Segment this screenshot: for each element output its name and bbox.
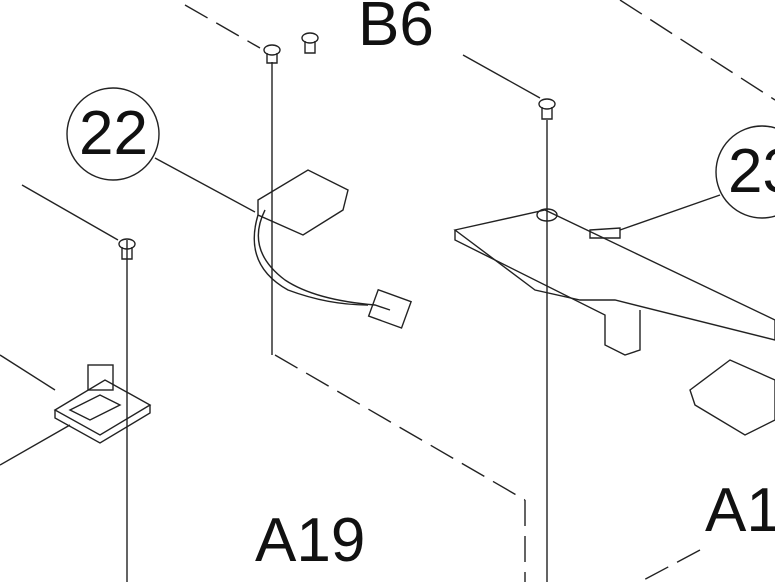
dashed-boundary xyxy=(184,0,775,582)
callout-circle-22 xyxy=(66,87,160,181)
callout-circle-23 xyxy=(715,125,775,219)
sensor-harness-part xyxy=(253,169,413,329)
bracket-plate-part xyxy=(453,208,775,436)
leader-lines xyxy=(0,54,721,582)
label-b6: B6 xyxy=(358,0,434,59)
screw-icon xyxy=(118,32,556,260)
sensor-board-part xyxy=(53,364,152,444)
callout-label-23: 23 xyxy=(728,137,775,206)
label-a1: A1 xyxy=(705,476,775,545)
label-a19: A19 xyxy=(255,506,366,575)
callout-label-22: 22 xyxy=(79,99,148,168)
